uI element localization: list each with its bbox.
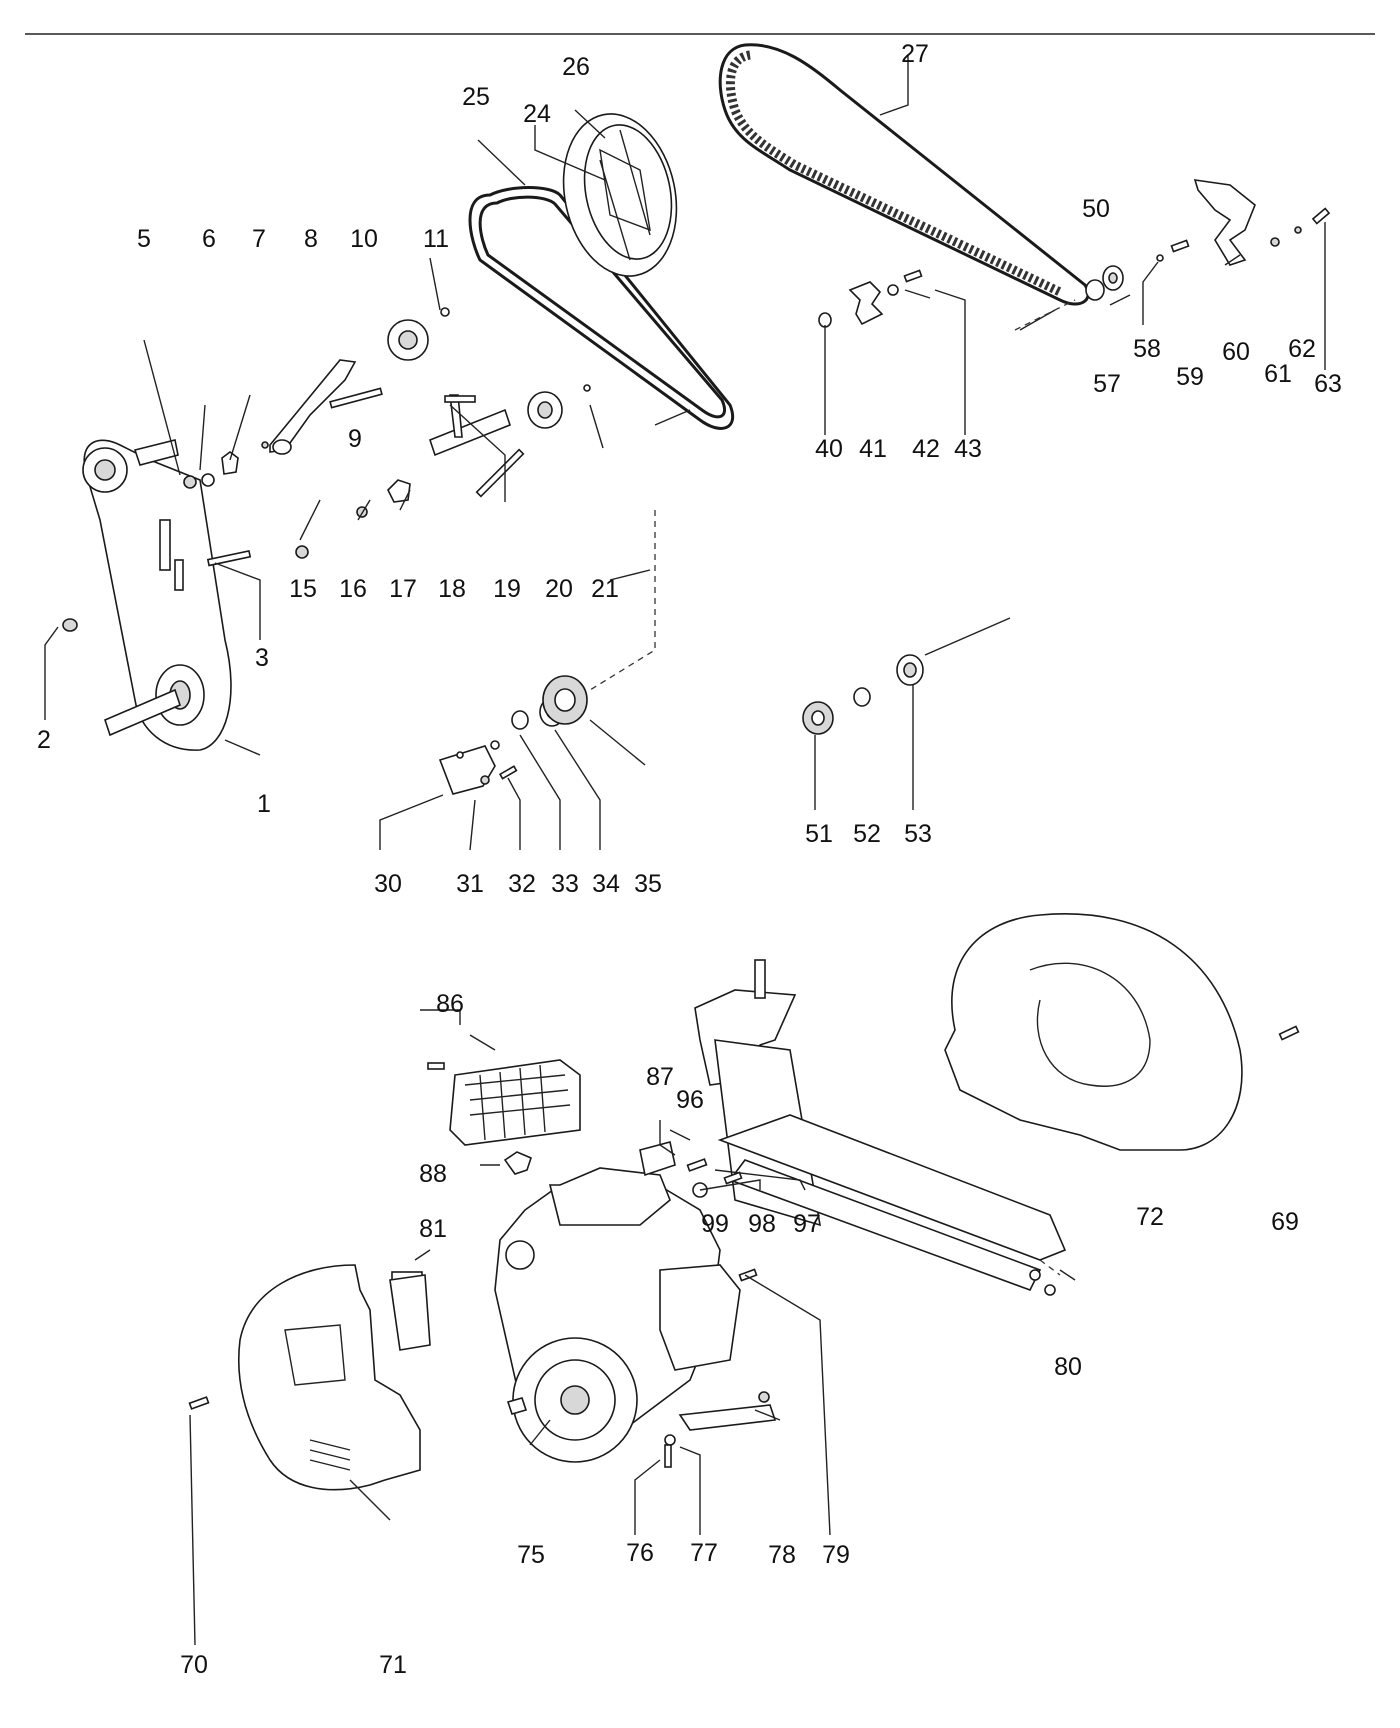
callout-2: 2 <box>37 726 51 754</box>
callout-99: 99 <box>701 1210 729 1238</box>
callout-25: 25 <box>462 83 490 111</box>
callout-52: 52 <box>853 820 881 848</box>
callout-labels: 1 2 3 5 6 7 8 9 10 11 15 16 17 18 19 20 … <box>37 40 1342 1679</box>
callout-42: 42 <box>912 435 940 463</box>
leader-lines <box>44 55 1326 1646</box>
callout-81: 81 <box>419 1215 447 1243</box>
callout-15: 15 <box>289 575 317 603</box>
belt-25 <box>468 186 735 430</box>
callout-61: 61 <box>1264 360 1292 388</box>
callout-11: 11 <box>423 225 449 253</box>
callout-18: 18 <box>438 575 466 603</box>
callout-40: 40 <box>815 435 843 463</box>
callout-58: 58 <box>1133 335 1161 363</box>
upper-right-hardware <box>818 179 1331 328</box>
dashed-connectors <box>589 299 1076 1276</box>
callout-5: 5 <box>137 225 151 253</box>
callout-76: 76 <box>626 1539 654 1567</box>
callout-24: 24 <box>523 100 551 128</box>
callout-16: 16 <box>339 575 367 603</box>
callout-71: 71 <box>379 1651 407 1679</box>
callout-72: 72 <box>1136 1203 1164 1231</box>
callout-87: 87 <box>646 1063 674 1091</box>
callout-32: 32 <box>508 870 536 898</box>
callout-77: 77 <box>690 1539 718 1567</box>
callout-1: 1 <box>257 790 271 818</box>
callout-98: 98 <box>748 1210 776 1238</box>
callout-60: 60 <box>1222 338 1250 366</box>
callout-35: 35 <box>634 870 662 898</box>
belt-27 <box>718 43 1090 306</box>
air-filter-86 <box>427 1059 581 1146</box>
callout-19: 19 <box>493 575 521 603</box>
callout-31: 31 <box>456 870 484 898</box>
callout-96: 96 <box>676 1086 704 1114</box>
belt-guard-72 <box>944 913 1243 1151</box>
callout-80: 80 <box>1054 1353 1082 1381</box>
callout-10: 10 <box>350 225 378 253</box>
callout-51: 51 <box>805 820 833 848</box>
callout-69: 69 <box>1271 1208 1299 1236</box>
callout-7: 7 <box>252 225 266 253</box>
callout-62: 62 <box>1288 335 1316 363</box>
callout-88: 88 <box>419 1160 447 1188</box>
callout-8: 8 <box>304 225 318 253</box>
engine-75 <box>494 1167 777 1463</box>
callout-43: 43 <box>954 435 982 463</box>
callout-20: 20 <box>545 575 573 603</box>
callout-3: 3 <box>255 644 269 672</box>
callout-26: 26 <box>562 53 590 81</box>
screw-69 <box>1278 1025 1300 1041</box>
callout-75: 75 <box>517 1541 545 1569</box>
callout-41: 41 <box>859 435 887 463</box>
callout-79: 79 <box>822 1541 850 1569</box>
callout-34: 34 <box>592 870 620 898</box>
callout-30: 30 <box>374 870 402 898</box>
pulley-24 <box>562 113 678 277</box>
callout-59: 59 <box>1176 363 1204 391</box>
callout-86: 86 <box>436 990 464 1018</box>
callout-63: 63 <box>1314 370 1342 398</box>
callout-6: 6 <box>202 225 216 253</box>
callout-78: 78 <box>768 1541 796 1569</box>
transmission-housing <box>82 439 232 751</box>
upper-left-hardware <box>62 307 591 632</box>
callout-33: 33 <box>551 870 579 898</box>
callout-21: 21 <box>591 575 619 603</box>
callout-9: 9 <box>348 425 362 453</box>
callout-97: 97 <box>793 1210 821 1238</box>
callout-27: 27 <box>901 40 929 68</box>
callout-70: 70 <box>180 1651 208 1679</box>
callout-53: 53 <box>904 820 932 848</box>
engine-cover-71 <box>237 1264 421 1491</box>
engine-hardware <box>389 1141 770 1468</box>
callout-57: 57 <box>1093 370 1121 398</box>
callout-17: 17 <box>389 575 417 603</box>
callout-50: 50 <box>1082 195 1110 223</box>
screw-70 <box>188 1396 210 1410</box>
middle-hardware <box>438 654 924 795</box>
